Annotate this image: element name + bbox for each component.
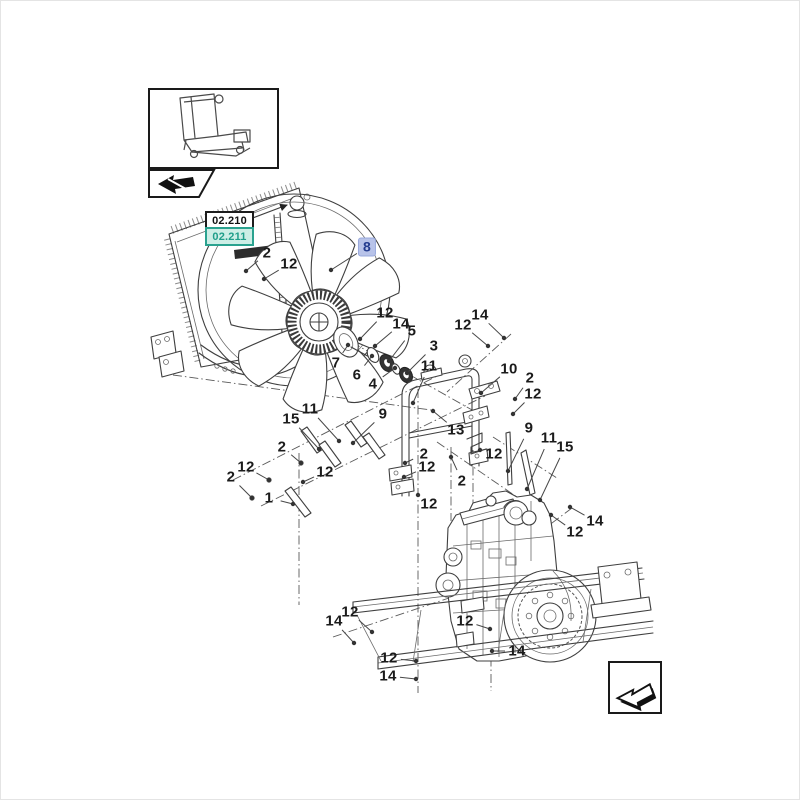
callout-13[interactable]: 13 [447, 421, 465, 439]
assembly-overview-thumbnail[interactable] [148, 88, 279, 169]
callout-12[interactable]: 12 [380, 649, 398, 667]
callout-2[interactable]: 2 [277, 438, 287, 456]
section-label-arrow [249, 203, 288, 220]
callout-12[interactable]: 12 [456, 612, 474, 630]
next-page-button[interactable] [608, 661, 662, 714]
callout-10[interactable]: 10 [500, 360, 518, 378]
callout-2[interactable]: 2 [419, 445, 429, 463]
callout-14[interactable]: 14 [508, 642, 526, 660]
callout-6[interactable]: 6 [352, 366, 362, 384]
page-back-arrow-icon [158, 175, 195, 194]
callout-2[interactable]: 2 [262, 244, 272, 262]
callout-12[interactable]: 12 [237, 458, 255, 476]
callout-5[interactable]: 5 [407, 322, 417, 340]
callout-14[interactable]: 14 [392, 315, 410, 333]
callout-12[interactable]: 12 [280, 255, 298, 273]
callout-15[interactable]: 15 [282, 410, 300, 428]
assembly-overview-sketch [179, 93, 251, 159]
callout-9[interactable]: 9 [524, 419, 534, 437]
selected-part-badge[interactable]: 8 [357, 237, 377, 257]
callout-11[interactable]: 11 [420, 357, 438, 375]
callout-11[interactable]: 11 [540, 429, 558, 447]
callout-9[interactable]: 9 [378, 405, 388, 423]
base-frame [352, 561, 654, 670]
callout-15[interactable]: 15 [556, 438, 574, 456]
mounting-strips [249, 420, 536, 518]
callout-4[interactable]: 4 [368, 375, 378, 393]
callout-14[interactable]: 14 [379, 667, 397, 685]
callout-1[interactable]: 1 [264, 489, 274, 507]
page-forward-arrow-icon [615, 682, 657, 712]
callout-14[interactable]: 14 [471, 306, 489, 324]
callout-12[interactable]: 12 [316, 463, 334, 481]
callout-12[interactable]: 12 [454, 316, 472, 334]
callout-14[interactable]: 14 [586, 512, 604, 530]
cooling-fan [228, 231, 410, 413]
leader-lines [239, 253, 585, 682]
support-frame [388, 354, 501, 497]
callout-7[interactable]: 7 [331, 354, 341, 372]
section-ref-02-211-selected[interactable]: 02.211 [205, 227, 254, 246]
callout-2[interactable]: 2 [525, 369, 535, 387]
previous-page-tab[interactable] [148, 169, 218, 199]
callout-2[interactable]: 2 [226, 468, 236, 486]
callout-12[interactable]: 12 [418, 458, 436, 476]
callout-3[interactable]: 3 [429, 337, 439, 355]
callout-12[interactable]: 12 [566, 523, 584, 541]
callout-12[interactable]: 12 [420, 495, 438, 513]
callout-14[interactable]: 14 [325, 612, 343, 630]
callout-12[interactable]: 12 [524, 385, 542, 403]
callout-11[interactable]: 11 [301, 400, 319, 418]
callout-12[interactable]: 12 [485, 445, 503, 463]
callout-12[interactable]: 12 [341, 603, 359, 621]
callout-2[interactable]: 2 [457, 472, 467, 490]
callout-12[interactable]: 12 [376, 304, 394, 322]
